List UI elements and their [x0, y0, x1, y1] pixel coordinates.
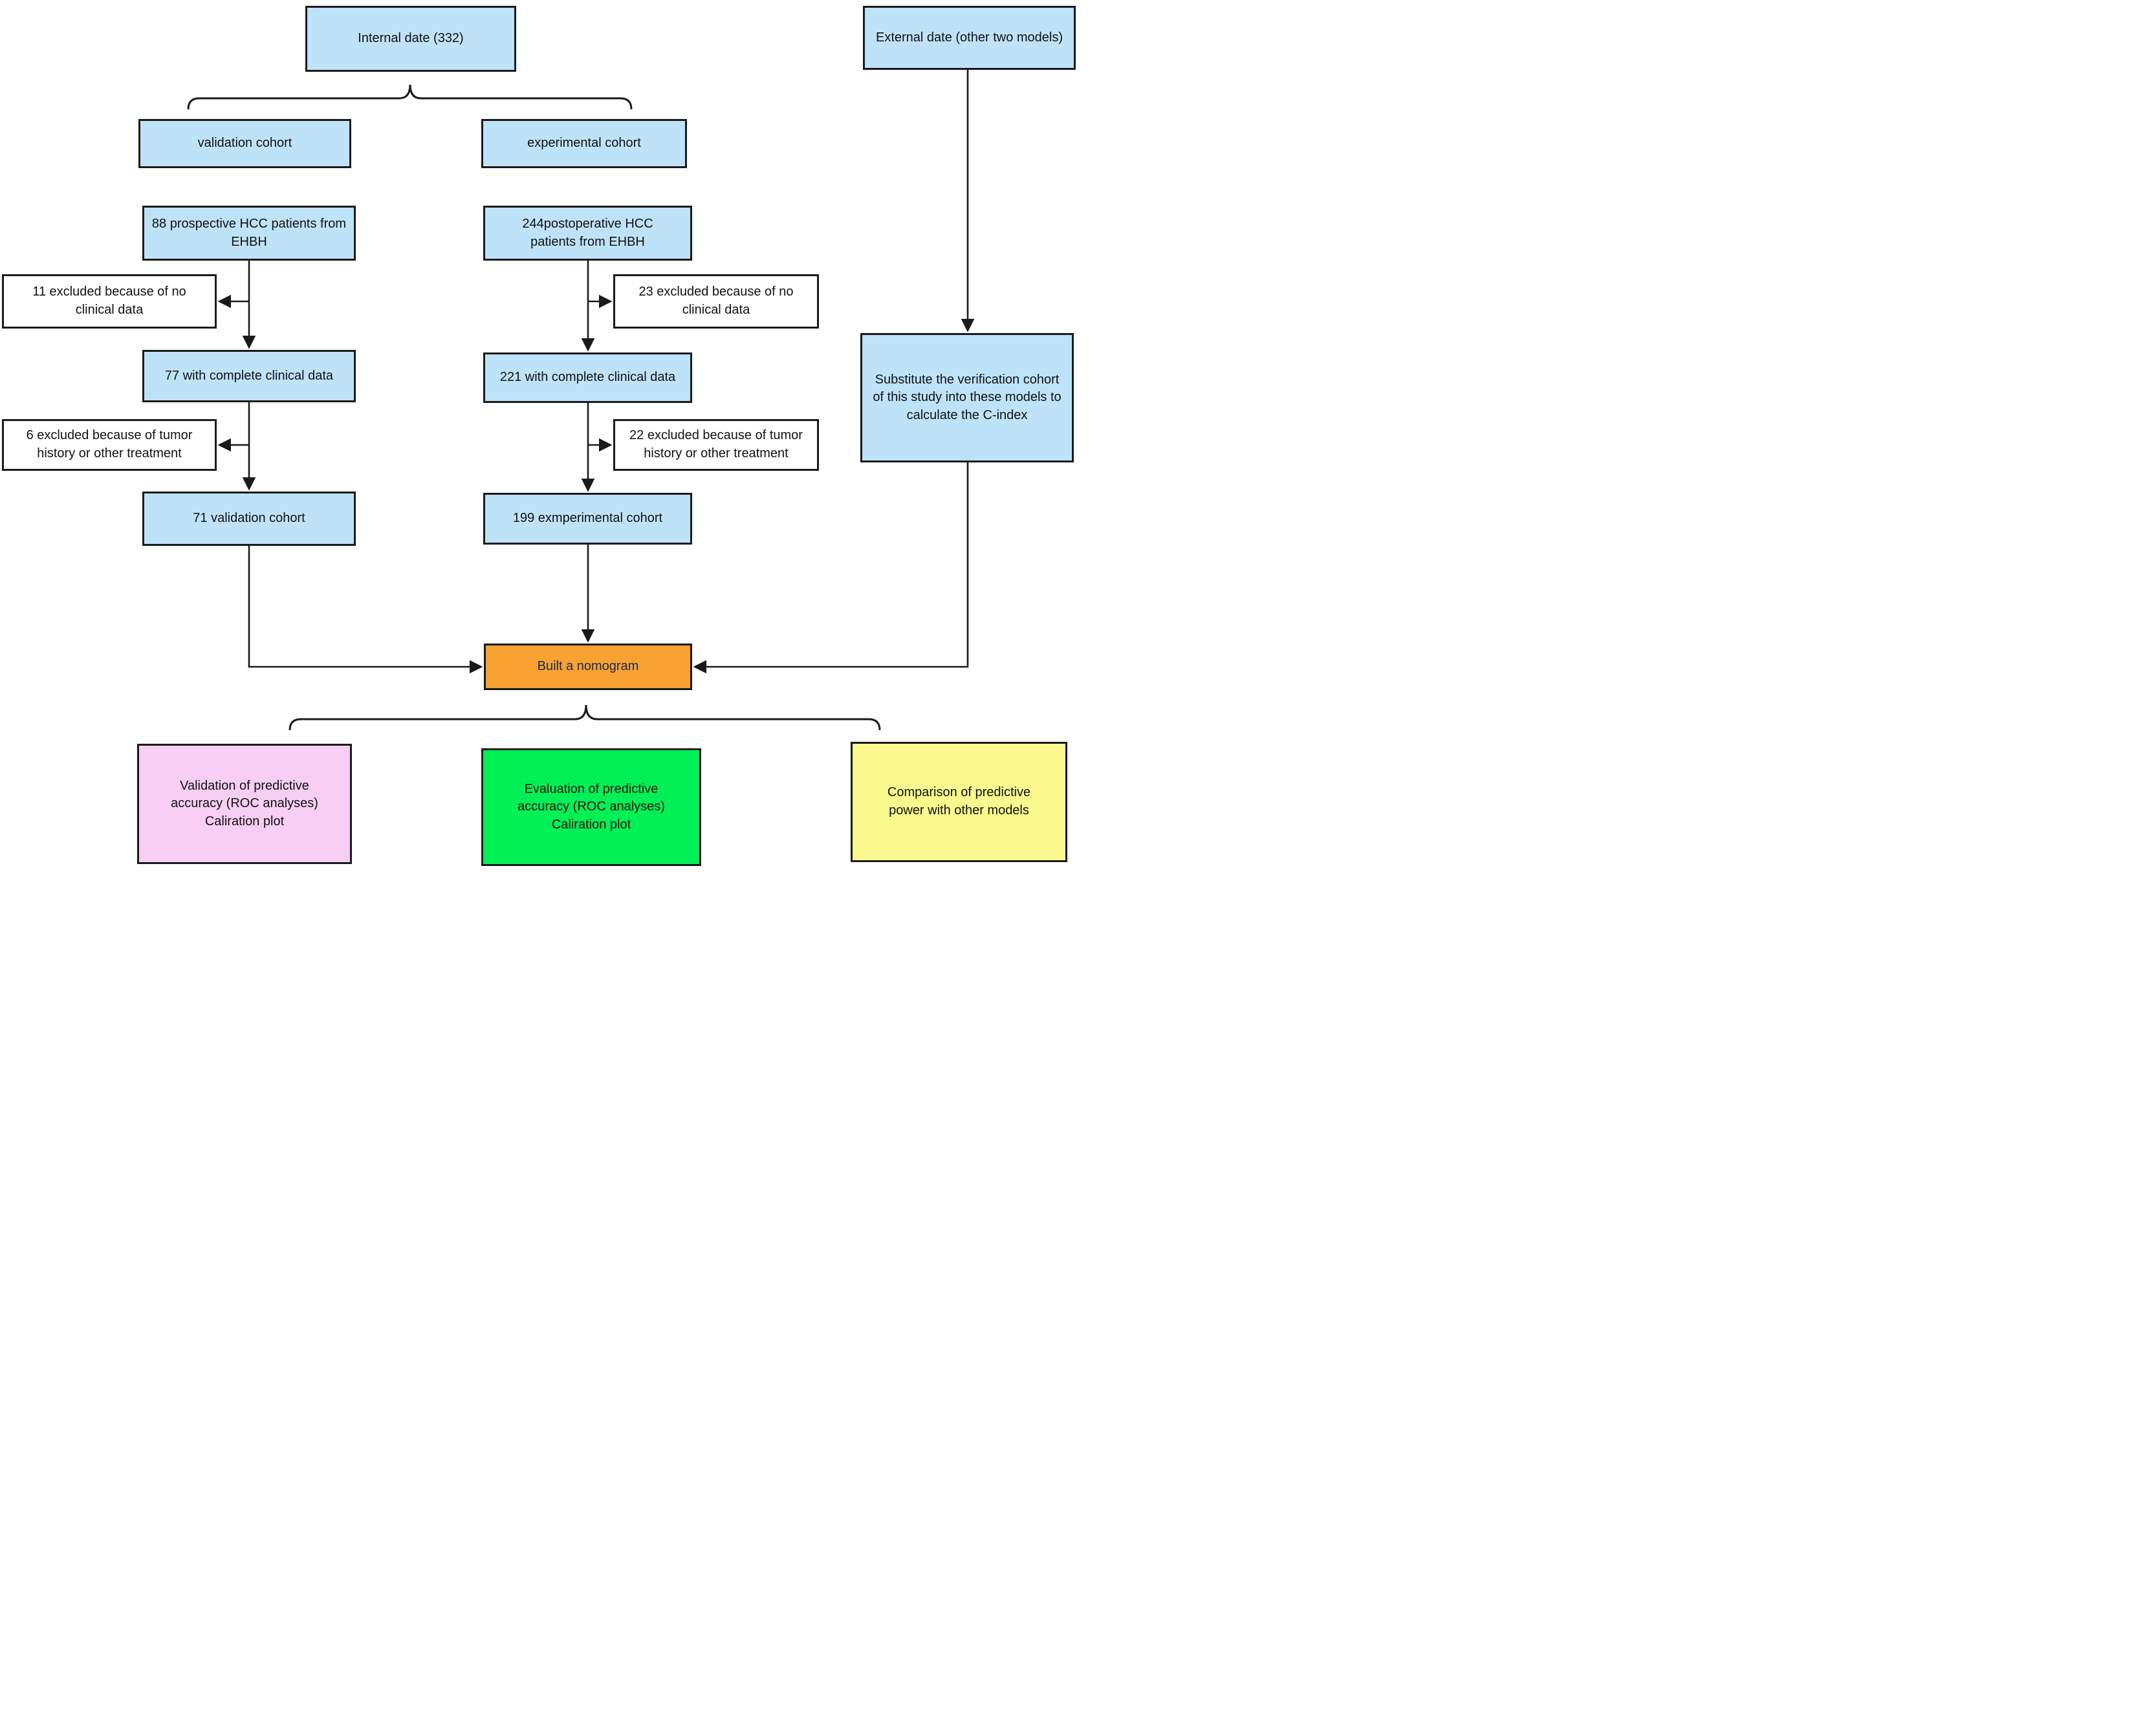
node-22-excluded: 22 excluded because of tumor history or … [613, 419, 819, 471]
node-external-data-label: External date (other two models) [875, 30, 1063, 45]
brace-internal-split [187, 84, 633, 110]
node-244-postoperative-label: 244postoperative HCC patients from EHBH [522, 216, 653, 249]
node-221-complete: 221 with complete clinical data [483, 352, 692, 403]
node-23-excluded: 23 excluded because of no clinical data [613, 274, 819, 329]
node-outcome-validation: Validation of predictive accuracy (ROC a… [137, 744, 352, 864]
connector-substitute-to-nomogram [693, 462, 969, 674]
node-validation-cohort: validation cohort [138, 119, 351, 168]
node-23-excluded-label: 23 excluded because of no clinical data [638, 285, 794, 317]
node-6-excluded: 6 excluded because of tumor history or o… [2, 419, 217, 471]
node-199-experimental-cohort: 199 exmperimental cohort [483, 493, 692, 545]
node-outcome-evaluation-label: Evaluation of predictive accuracy (ROC a… [517, 781, 665, 832]
node-outcome-validation-label: Validation of predictive accuracy (ROC a… [171, 778, 318, 828]
node-outcome-comparison: Comparison of predictive power with othe… [851, 742, 1067, 862]
node-built-a-nomogram: Built a nomogram [484, 644, 692, 690]
node-outcome-evaluation: Evaluation of predictive accuracy (ROC a… [481, 748, 701, 866]
node-77-complete-label: 77 with complete clinical data [164, 368, 334, 383]
node-88-prospective: 88 prospective HCC patients from EHBH [142, 206, 356, 261]
node-71-validation-cohort: 71 validation cohort [142, 492, 356, 546]
node-11-excluded: 11 excluded because of no clinical data [2, 274, 217, 329]
node-substitute-verification: Substitute the verification cohort of th… [860, 333, 1074, 462]
node-199-experimental-cohort-label: 199 exmperimental cohort [512, 511, 663, 526]
node-internal-data: Internal date (332) [305, 6, 516, 72]
connector-71-to-nomogram [248, 546, 483, 674]
node-11-excluded-label: 11 excluded because of no clinical data [32, 285, 186, 317]
flowchart-canvas: Internal date (332) External date (other… [0, 0, 1078, 866]
node-6-excluded-label: 6 excluded because of tumor history or o… [26, 428, 193, 460]
node-outcome-comparison-label: Comparison of predictive power with othe… [887, 785, 1031, 817]
node-71-validation-cohort-label: 71 validation cohort [193, 511, 305, 526]
brace-nomogram-split [289, 704, 881, 731]
node-22-excluded-label: 22 excluded because of tumor history or … [629, 428, 803, 460]
node-built-a-nomogram-label: Built a nomogram [537, 659, 639, 674]
node-validation-cohort-label: validation cohort [197, 136, 292, 151]
node-external-data: External date (other two models) [863, 6, 1076, 70]
node-substitute-verification-label: Substitute the verification cohort of th… [873, 372, 1062, 422]
node-77-complete: 77 with complete clinical data [142, 350, 356, 402]
node-experimental-cohort-label: experimental cohort [527, 136, 641, 151]
node-experimental-cohort: experimental cohort [481, 119, 687, 168]
node-221-complete-label: 221 with complete clinical data [499, 370, 676, 385]
node-88-prospective-label: 88 prospective HCC patients from EHBH [151, 216, 347, 249]
connector-layer [187, 70, 975, 731]
node-244-postoperative: 244postoperative HCC patients from EHBH [483, 206, 692, 261]
node-internal-data-label: Internal date (332) [358, 31, 464, 46]
